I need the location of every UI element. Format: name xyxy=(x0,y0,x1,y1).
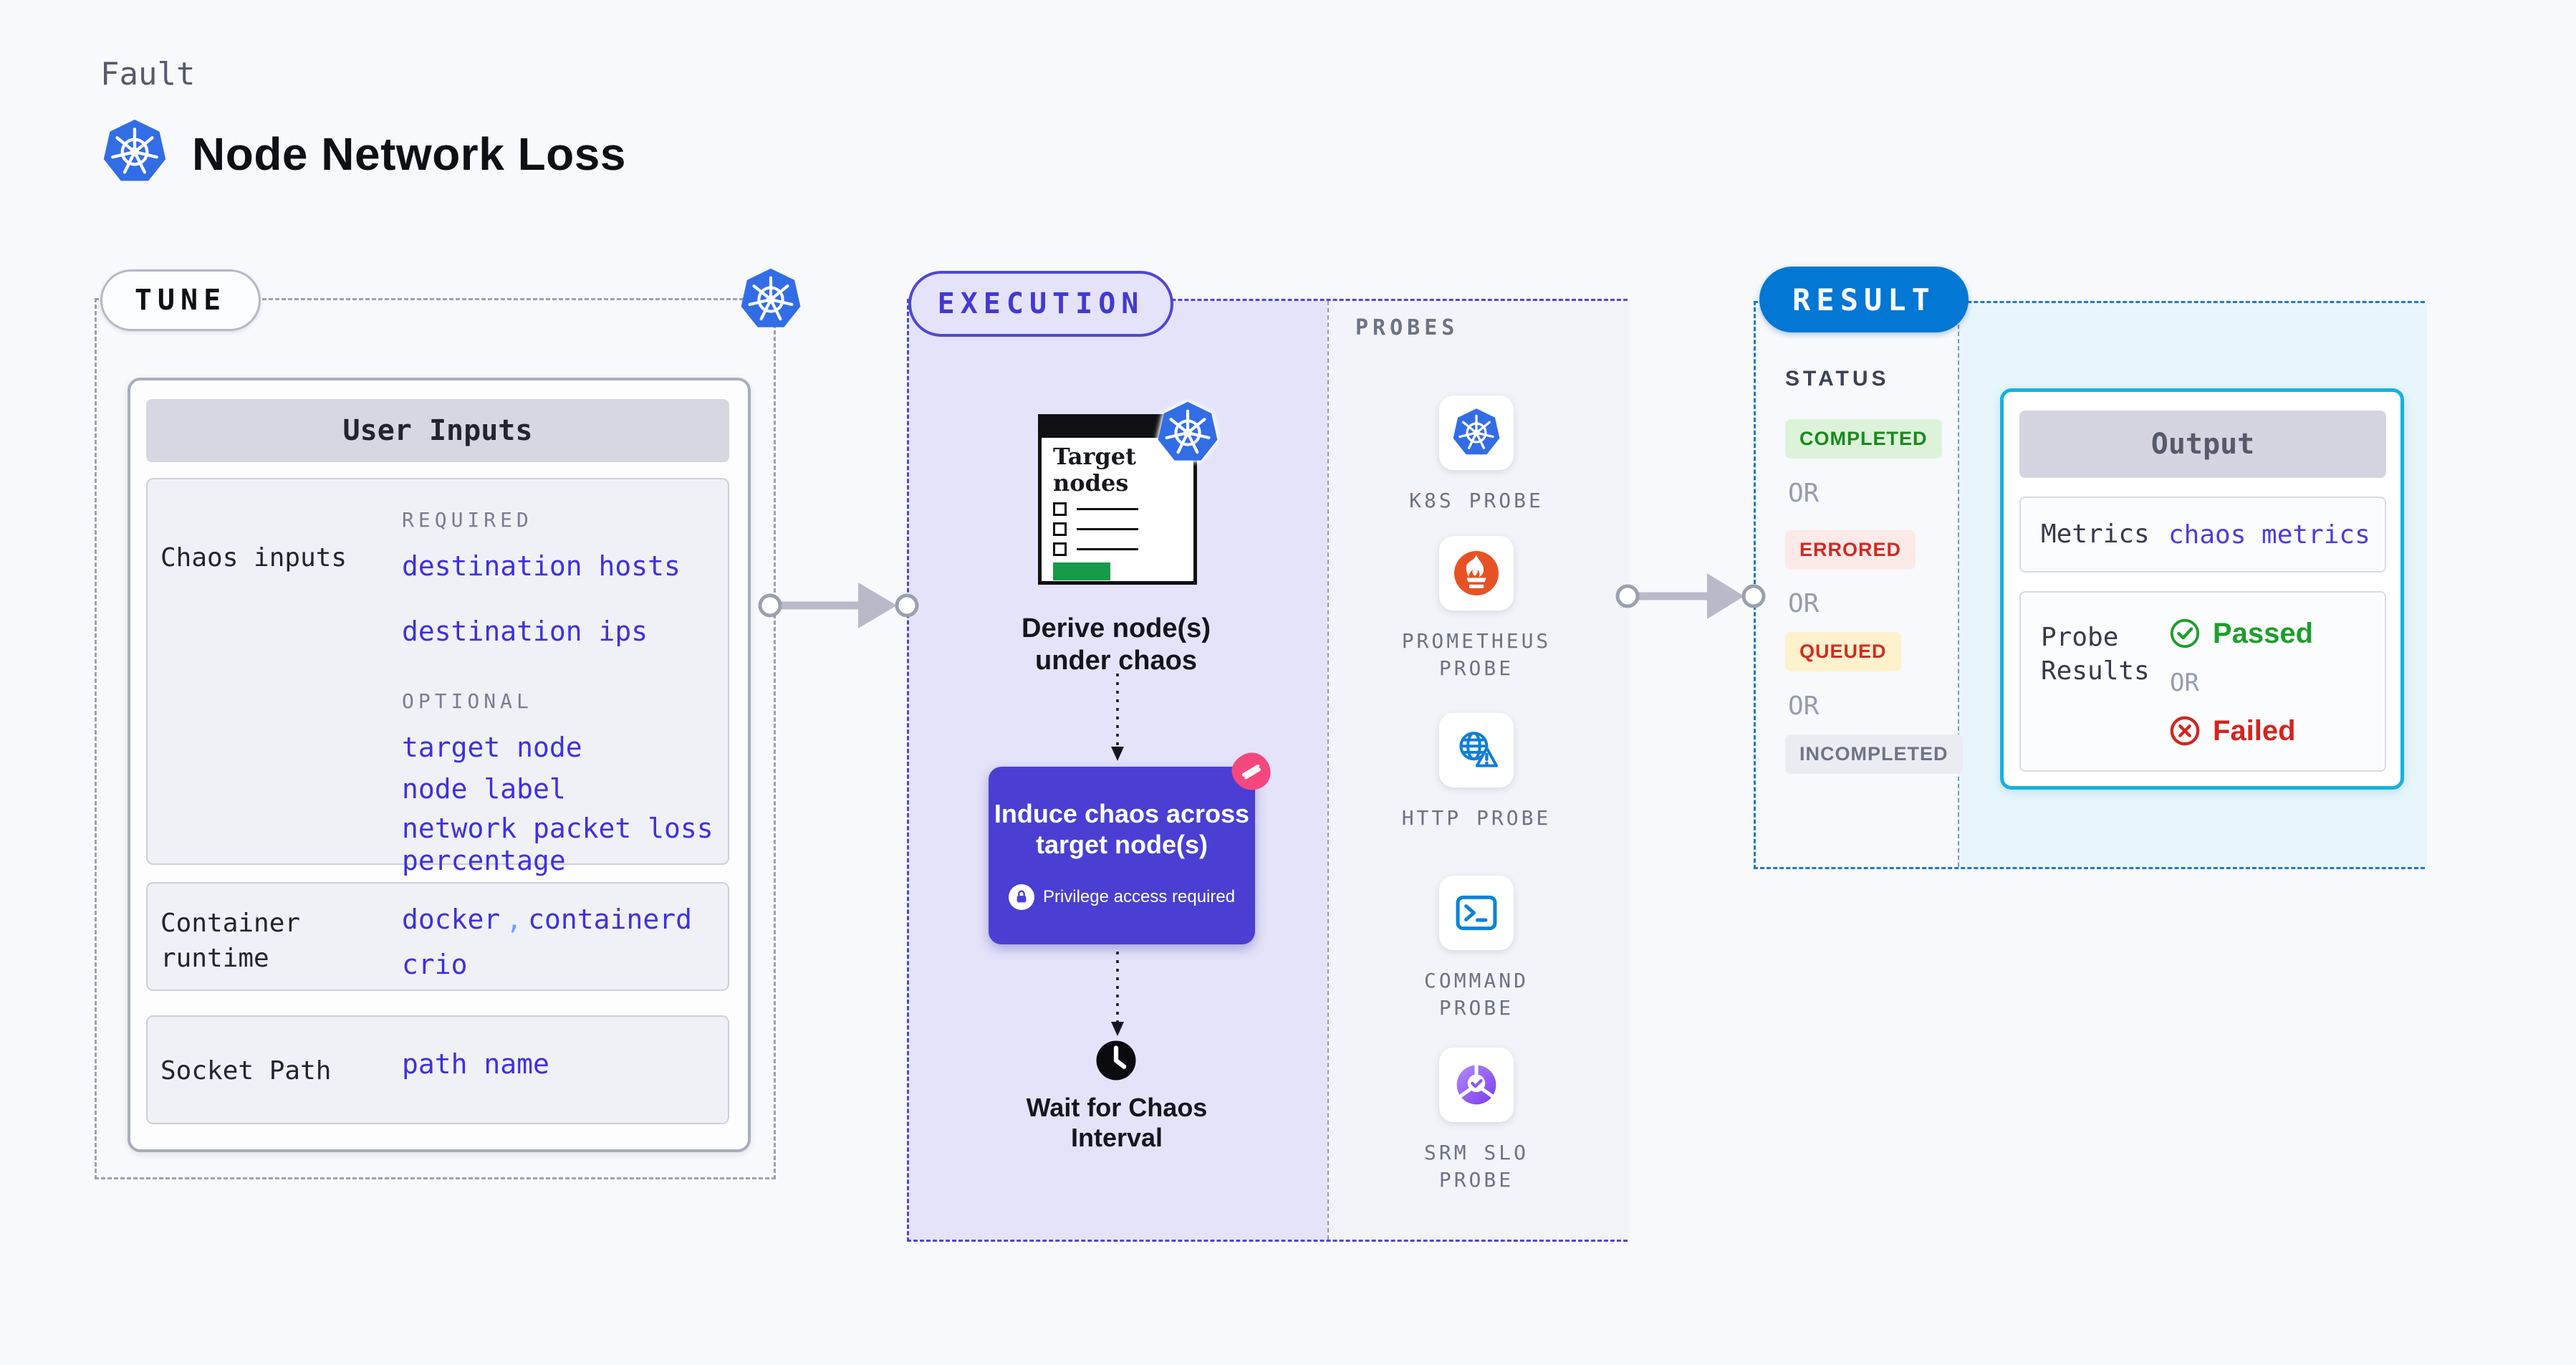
status-badge-incompleted: INCOMPLETED xyxy=(1785,734,1963,774)
selected-node-bar xyxy=(1053,562,1110,580)
kubernetes-icon xyxy=(738,267,804,332)
probe-results-row: Probe Results Passed OR Failed xyxy=(2019,591,2386,772)
param-crio: crio xyxy=(402,948,468,980)
param-target-node: target node xyxy=(402,731,582,763)
failed-result: Failed xyxy=(2168,714,2313,747)
param-network-packet-loss: network packet loss percentage xyxy=(402,813,713,877)
probe-command: COMMAND PROBE xyxy=(1390,876,1562,1022)
http-globe-icon xyxy=(1451,724,1502,776)
param-path-name: path name xyxy=(402,1048,549,1080)
dotted-arrow-down xyxy=(1111,674,1124,761)
kubernetes-icon xyxy=(100,118,169,186)
induce-chaos-card: Induce chaos across target node(s) Privi… xyxy=(989,767,1255,944)
execution-section-label: EXECUTION xyxy=(908,271,1173,337)
metrics-value: chaos metrics xyxy=(2168,519,2370,550)
probe-card xyxy=(1439,713,1514,787)
param-node-label: node label xyxy=(402,773,566,805)
check-circle-icon xyxy=(2168,617,2201,650)
param-docker: docker xyxy=(402,904,501,935)
slo-gauge-icon xyxy=(1451,1059,1502,1111)
node-checkbox-row xyxy=(1053,542,1193,556)
target-nodes-graphic: Target nodes xyxy=(1038,414,1197,585)
or-label: OR xyxy=(2170,669,2199,697)
probe-srm-slo: SRM SLO PROBE xyxy=(1390,1048,1562,1194)
prometheus-icon xyxy=(1451,547,1502,599)
socket-path-section: Socket Path path name xyxy=(146,1015,729,1124)
user-inputs-card: User Inputs Chaos inputs REQUIRED destin… xyxy=(128,378,751,1152)
kubernetes-icon xyxy=(1155,400,1221,466)
x-circle-icon xyxy=(2168,714,2201,747)
or-label: OR xyxy=(1788,691,1820,721)
output-title: Output xyxy=(2019,411,2386,478)
page-title: Node Network Loss xyxy=(192,128,626,180)
probe-name: SRM SLO PROBE xyxy=(1423,1141,1529,1192)
container-runtime-label: Container runtime xyxy=(160,909,301,973)
step-derive-nodes: Derive node(s) under chaos xyxy=(1022,613,1211,676)
or-label: OR xyxy=(1788,479,1820,508)
privilege-note: Privilege access required xyxy=(1042,887,1236,906)
status-badge-errored: ERRORED xyxy=(1785,530,1916,570)
probe-name: HTTP PROBE xyxy=(1401,806,1552,830)
user-inputs-title: User Inputs xyxy=(146,399,729,462)
probe-card xyxy=(1439,536,1514,610)
probe-http: HTTP PROBE xyxy=(1390,713,1562,832)
probe-prometheus: PROMETHEUS PROBE xyxy=(1390,536,1562,682)
probe-name: K8S PROBE xyxy=(1409,489,1544,512)
container-runtime-section: Container runtime docker,containerd crio xyxy=(146,882,729,991)
optional-heading: OPTIONAL xyxy=(402,689,533,713)
step-wait-interval: Wait for Chaos Interval xyxy=(1026,1093,1208,1153)
probe-card xyxy=(1439,396,1514,470)
result-section-label: RESULT xyxy=(1759,267,1969,332)
arrow-tune-to-execution xyxy=(758,583,919,628)
socket-path-label: Socket Path xyxy=(160,1056,332,1086)
probe-name: PROMETHEUS PROBE xyxy=(1401,629,1552,680)
probe-card xyxy=(1439,876,1514,950)
arrow-execution-to-result xyxy=(1615,573,1766,619)
lock-icon xyxy=(1008,884,1034,910)
passed-label: Passed xyxy=(2213,617,2314,649)
failed-label: Failed xyxy=(2213,714,2296,747)
probes-panel-label: PROBES xyxy=(1355,315,1459,340)
metrics-row: Metrics chaos metrics xyxy=(2019,497,2386,573)
chaos-inputs-label: Chaos inputs xyxy=(160,543,347,573)
probe-card xyxy=(1439,1048,1514,1122)
chaos-litmus-icon xyxy=(1228,748,1275,795)
metrics-label: Metrics xyxy=(2041,519,2150,549)
passed-result: Passed xyxy=(2168,617,2313,650)
clock-icon xyxy=(1095,1039,1138,1082)
probe-results-label: Probe Results xyxy=(2041,623,2150,686)
param-containerd: containerd xyxy=(528,904,692,935)
step-induce-chaos: Induce chaos across target node(s) xyxy=(994,799,1250,860)
kubernetes-icon xyxy=(1451,407,1502,459)
comma-separator: , xyxy=(506,904,523,935)
output-card: Output Metrics chaos metrics Probe Resul… xyxy=(2000,388,2404,790)
tune-section-box xyxy=(95,298,776,1179)
status-heading: STATUS xyxy=(1785,367,1890,391)
param-destination-ips: destination ips xyxy=(402,615,648,647)
tune-section-label: TUNE xyxy=(100,269,261,331)
terminal-icon xyxy=(1451,887,1502,939)
dotted-arrow-down xyxy=(1111,952,1124,1036)
chaos-inputs-section: Chaos inputs REQUIRED destination hosts … xyxy=(146,478,729,919)
probe-k8s: K8S PROBE xyxy=(1390,396,1562,514)
fault-eyebrow: Fault xyxy=(100,56,196,92)
node-checkbox-row xyxy=(1053,522,1193,536)
required-heading: REQUIRED xyxy=(402,508,533,532)
target-nodes-label: Target nodes xyxy=(1053,443,1136,497)
status-badge-completed: COMPLETED xyxy=(1785,419,1942,459)
node-checkbox-row xyxy=(1053,502,1193,516)
param-destination-hosts: destination hosts xyxy=(402,550,681,582)
status-badge-queued: QUEUED xyxy=(1785,632,1901,671)
probe-name: COMMAND PROBE xyxy=(1423,969,1529,1020)
or-label: OR xyxy=(1788,589,1820,618)
